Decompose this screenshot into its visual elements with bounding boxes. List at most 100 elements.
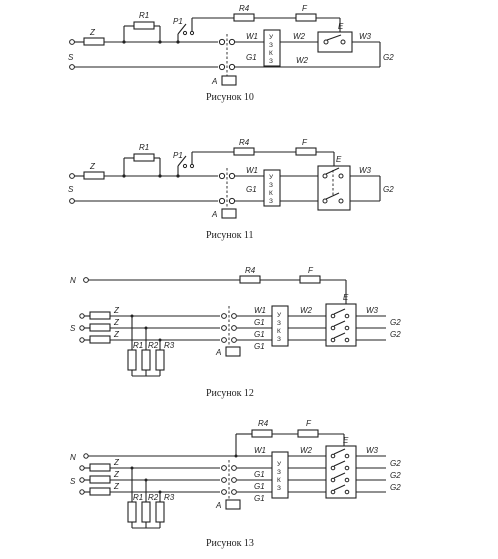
label-f: F — [302, 4, 308, 13]
resistor-z — [89, 323, 111, 332]
label-g2: G2 — [390, 471, 401, 480]
resistor-z — [89, 487, 111, 496]
label-r1: R1 — [133, 493, 143, 502]
resistor-r3 — [155, 349, 165, 371]
label-r1: R1 — [133, 341, 143, 350]
uzk-block — [263, 169, 281, 207]
resistor-z — [89, 475, 111, 484]
uzk-letter: З — [269, 198, 273, 205]
label-z: Z — [89, 28, 96, 37]
label-a: A — [211, 210, 217, 219]
label-z: Z — [113, 458, 120, 467]
label-w3: W3 — [366, 306, 379, 315]
label-r3: R3 — [164, 493, 175, 502]
figure-10: S Z R1 P1 R4 F — [68, 4, 394, 103]
label-w1: W1 — [254, 446, 266, 455]
label-g1: G1 — [254, 482, 265, 491]
label-w1: W1 — [246, 166, 258, 175]
uzk-letter: З — [269, 42, 273, 49]
label-p1: P1 — [173, 17, 183, 26]
breaker-a — [221, 208, 237, 219]
label-r3: R3 — [164, 341, 175, 350]
resistor-r1 — [127, 349, 137, 371]
uzk-letter: У — [277, 312, 282, 319]
uzk-block — [263, 29, 281, 67]
label-e: E — [343, 293, 349, 302]
resistor-z — [83, 171, 105, 180]
label-w2: W2 — [300, 446, 313, 455]
label-w1: W1 — [254, 306, 266, 315]
label-r1: R1 — [139, 143, 149, 152]
label-z: Z — [113, 482, 120, 491]
label-w3: W3 — [366, 446, 379, 455]
label-s: S — [68, 185, 74, 194]
label-f: F — [308, 266, 314, 275]
resistor-r1 — [133, 153, 155, 162]
label-w3: W3 — [359, 166, 372, 175]
resistor-z — [89, 335, 111, 344]
resistor-r4 — [233, 147, 255, 156]
label-g2: G2 — [390, 318, 401, 327]
resistor-z — [83, 37, 105, 46]
fuse-f — [299, 275, 321, 284]
label-s: S — [70, 477, 76, 486]
resistor-r1 — [127, 501, 137, 523]
uzk-letter: У — [277, 461, 282, 468]
label-a: A — [215, 348, 221, 357]
label-z: Z — [113, 318, 120, 327]
label-f: F — [306, 419, 312, 428]
label-g1: G1 — [254, 494, 265, 503]
caption: Рисунок 13 — [206, 538, 254, 549]
uzk-block — [271, 451, 289, 499]
caption: Рисунок 12 — [206, 388, 254, 399]
resistor-r2 — [141, 501, 151, 523]
label-w2-top: W2 — [293, 32, 306, 41]
uzk-letter: З — [277, 469, 281, 476]
label-w2-bottom: W2 — [296, 56, 309, 65]
caption: Рисунок 11 — [206, 230, 254, 241]
caption: Рисунок 10 — [206, 92, 254, 103]
label-s: S — [70, 324, 76, 333]
breaker-a — [225, 499, 241, 510]
label-w3: W3 — [359, 32, 372, 41]
label-z: Z — [113, 470, 120, 479]
switch-e — [317, 165, 351, 211]
uzk-letter: К — [269, 50, 273, 57]
label-p1: P1 — [173, 151, 183, 160]
switch-e — [317, 31, 353, 53]
label-g2: G2 — [390, 459, 401, 468]
uzk-block — [271, 305, 289, 347]
terminal-top — [69, 39, 75, 45]
label-g1: G1 — [254, 318, 265, 327]
label-r2: R2 — [148, 493, 159, 502]
label-f: F — [302, 138, 308, 147]
resistor-r4 — [251, 429, 273, 438]
resistor-r1 — [133, 21, 155, 30]
label-e: E — [336, 155, 342, 164]
uzk-letter: З — [269, 58, 273, 65]
label-r4: R4 — [239, 138, 250, 147]
uzk-letter: З — [277, 320, 281, 327]
figure-12: N R4 F S Z Z Z — [70, 266, 401, 399]
label-g2: G2 — [390, 330, 401, 339]
label-z: Z — [113, 306, 120, 315]
uzk-letter: З — [277, 485, 281, 492]
label-g2: G2 — [390, 483, 401, 492]
uzk-letter: У — [269, 34, 274, 41]
label-e: E — [343, 436, 349, 445]
resistor-r3 — [155, 501, 165, 523]
label-r4: R4 — [239, 4, 250, 13]
label-w2: W2 — [300, 306, 313, 315]
uzk-letter: К — [269, 190, 273, 197]
label-r1: R1 — [139, 11, 149, 20]
resistor-r2 — [141, 349, 151, 371]
switch-e — [325, 445, 357, 499]
label-r2: R2 — [148, 341, 159, 350]
resistor-r4 — [239, 275, 261, 284]
uzk-letter: У — [269, 174, 274, 181]
label-z: Z — [113, 330, 120, 339]
label-e: E — [338, 22, 344, 31]
label-r4: R4 — [245, 266, 256, 275]
fuse-f — [295, 13, 317, 22]
